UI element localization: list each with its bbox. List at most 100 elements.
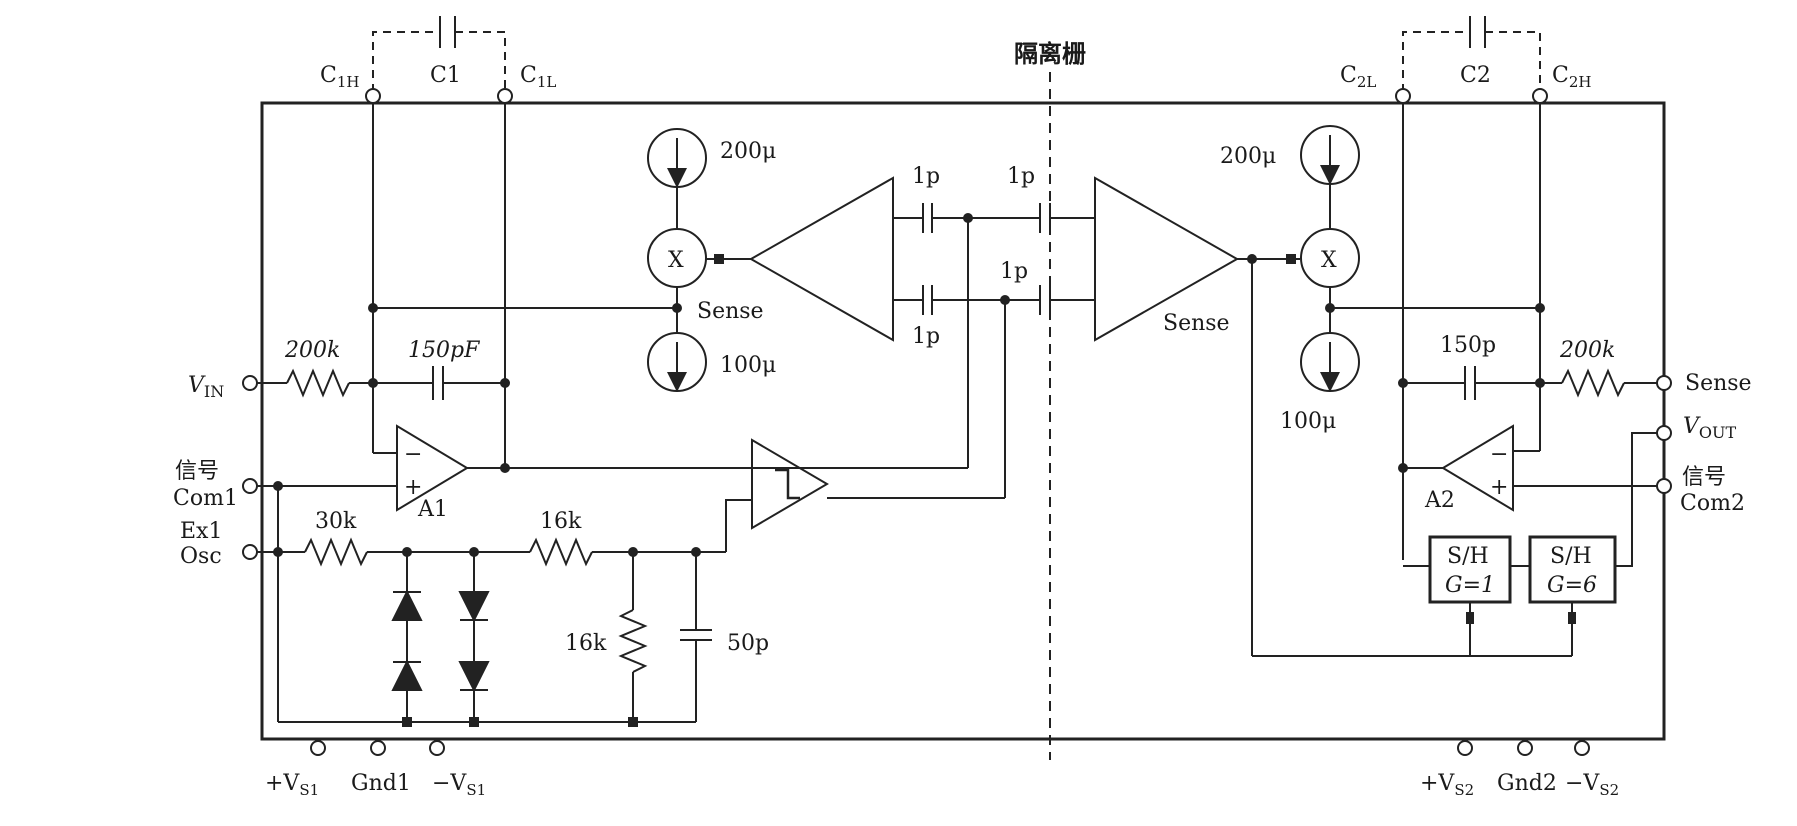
pin-c2l xyxy=(1395,88,1411,104)
pin-vs1-minus xyxy=(429,740,445,756)
c1l-sub: 1L xyxy=(537,73,557,91)
sense-pin-label: Sense xyxy=(1685,371,1752,396)
vs1-minus-sub: S1 xyxy=(466,781,486,799)
vout-label: V xyxy=(1683,414,1701,439)
svg-text:C1L: C1L xyxy=(520,63,556,91)
src-100u-right-label: 100μ xyxy=(1280,409,1336,434)
a2-label: A2 xyxy=(1424,488,1455,513)
sig-com2-b: Com2 xyxy=(1680,491,1745,516)
svg-text:+: + xyxy=(1490,475,1508,500)
sig-com1-a: 信号 xyxy=(175,459,219,484)
vs1-minus-label: −V xyxy=(432,771,467,796)
vs2-plus-label: +V xyxy=(1420,771,1455,796)
buffer-amplifier-left xyxy=(748,176,894,342)
r-16k-v-label: 16k xyxy=(565,631,607,656)
pin-vs2-minus xyxy=(1574,740,1590,756)
c-150p-right-label: 150p xyxy=(1440,333,1496,358)
cap-1p-a-label: 1p xyxy=(912,164,940,189)
svg-text:C2L: C2L xyxy=(1340,63,1376,91)
svg-text:−: − xyxy=(1490,442,1508,467)
vs1-plus-label: +V xyxy=(265,771,300,796)
pin-ext-osc xyxy=(242,544,258,560)
barrier-label: 隔离栅 xyxy=(1014,39,1086,68)
svg-text:−VS2: −VS2 xyxy=(1565,771,1619,799)
a1-label: A1 xyxy=(417,497,448,522)
sense-right-label: Sense xyxy=(1163,311,1230,336)
pin-sense-right xyxy=(1656,375,1672,391)
resistor-16k-vertical xyxy=(618,609,648,673)
svg-text:+VS2: +VS2 xyxy=(1420,771,1474,799)
cap-1p-b-label: 1p xyxy=(912,324,940,349)
vs2-minus-label: −V xyxy=(1565,771,1600,796)
buffer-amplifier-right xyxy=(1094,176,1240,342)
r-16k-h-label: 16k xyxy=(540,509,582,534)
pin-vs1-plus xyxy=(310,740,326,756)
current-source-200u-left xyxy=(647,128,707,188)
c2-label: C2 xyxy=(1460,63,1491,88)
c2l-sub: 2L xyxy=(1357,73,1377,91)
mult-left-symbol: X xyxy=(668,248,684,273)
resistor-16k-horizontal xyxy=(529,537,593,567)
svg-text:+VS1: +VS1 xyxy=(265,771,319,799)
vs2-plus-sub: S2 xyxy=(1454,781,1474,799)
svg-text:−VS1: −VS1 xyxy=(432,771,486,799)
pin-signal-com1 xyxy=(242,478,258,494)
c-50p-label: 50p xyxy=(727,631,769,656)
sh1-top-label: S/H xyxy=(1447,544,1489,569)
diode-stack-right xyxy=(458,552,490,722)
opamp-a1 xyxy=(396,424,469,512)
gnd1-label: Gnd1 xyxy=(351,771,411,796)
vs1-plus-sub: S1 xyxy=(299,781,319,799)
c1h-sub: 1H xyxy=(337,73,360,91)
cap-1p-c-label: 1p xyxy=(1007,164,1035,189)
svg-text:C2H: C2H xyxy=(1552,63,1591,91)
pin-c2h xyxy=(1532,88,1548,104)
pin-vout xyxy=(1656,425,1672,441)
c-in-label: 150pF xyxy=(408,338,480,363)
pin-vs2-plus xyxy=(1457,740,1473,756)
pin-gnd2 xyxy=(1517,740,1533,756)
vin-label: V xyxy=(188,373,206,398)
schmitt-comparator xyxy=(751,438,829,530)
r-200k-right-label: 200k xyxy=(1559,338,1615,363)
pin-c1h xyxy=(365,88,381,104)
external-capacitor-c2 xyxy=(1402,16,1541,92)
package-outline xyxy=(260,101,1666,741)
src-100u-left-label: 100μ xyxy=(720,353,776,378)
c2h-sub: 2H xyxy=(1569,73,1592,91)
resistor-30k xyxy=(304,537,368,567)
sig-com1-b: Com1 xyxy=(173,486,238,511)
pin-c1l xyxy=(497,88,513,104)
sh2-top-label: S/H xyxy=(1550,544,1592,569)
cap-1p-d-label: 1p xyxy=(1000,259,1028,284)
current-source-100u-left xyxy=(647,332,707,392)
svg-text:VOUT: VOUT xyxy=(1683,414,1736,442)
pin-vin xyxy=(242,375,258,391)
src-200u-right-label: 200μ xyxy=(1220,144,1276,169)
sh2-gain-label: G=6 xyxy=(1547,573,1597,598)
r-30k-label: 30k xyxy=(315,509,357,534)
c2h-label: C xyxy=(1552,63,1569,88)
ext-osc-a: Ex1 xyxy=(180,519,222,544)
current-source-100u-right xyxy=(1300,332,1360,392)
diode-stack-left xyxy=(391,552,423,722)
pin-gnd1 xyxy=(370,740,386,756)
sig-com2-a: 信号 xyxy=(1682,465,1726,490)
src-200u-left-label: 200μ xyxy=(720,139,776,164)
vs2-minus-sub: S2 xyxy=(1599,781,1619,799)
svg-text:C1H: C1H xyxy=(320,63,359,91)
mult-right-symbol: X xyxy=(1321,248,1337,273)
gnd2-label: Gnd2 xyxy=(1497,771,1557,796)
c2l-label: C xyxy=(1340,63,1357,88)
current-source-200u-right xyxy=(1300,125,1360,185)
ext-osc-b: Osc xyxy=(180,544,222,569)
sh1-gain-label: G=1 xyxy=(1445,573,1495,598)
c1-label: C1 xyxy=(430,63,461,88)
c1h-label: C xyxy=(320,63,337,88)
svg-text:−: − xyxy=(404,442,422,467)
vout-sub: OUT xyxy=(1699,423,1737,442)
vin-sub: IN xyxy=(204,382,224,401)
external-capacitor-c1 xyxy=(372,16,506,92)
